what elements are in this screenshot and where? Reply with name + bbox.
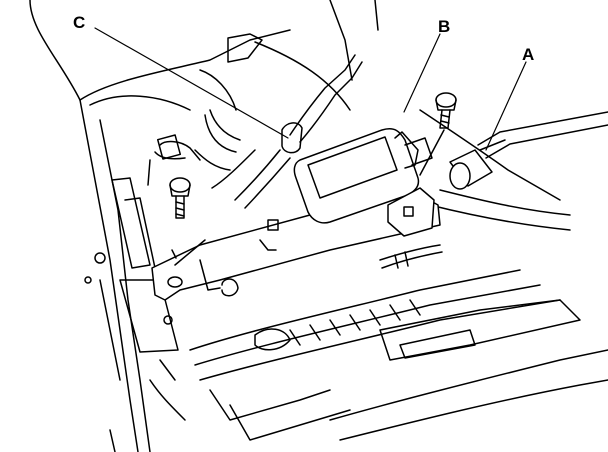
leader-line-b xyxy=(404,34,440,112)
main-wire-harness xyxy=(212,55,362,208)
callout-leader-lines xyxy=(95,28,526,150)
bolt-left xyxy=(170,178,190,258)
bolt-right xyxy=(420,93,456,175)
lower-trim-details xyxy=(110,316,185,452)
floor-channel xyxy=(190,270,608,440)
mounting-tab xyxy=(380,188,442,268)
left-floor-rail xyxy=(85,178,178,380)
harness-connector xyxy=(450,112,608,189)
wire-harness-left xyxy=(148,110,240,185)
leader-line-a xyxy=(486,62,526,150)
callout-label-c: C xyxy=(73,13,86,32)
callout-label-b: B xyxy=(438,17,451,36)
callout-label-a: A xyxy=(522,45,535,64)
mounting-bracket xyxy=(152,195,440,300)
leader-line-c xyxy=(95,28,288,138)
